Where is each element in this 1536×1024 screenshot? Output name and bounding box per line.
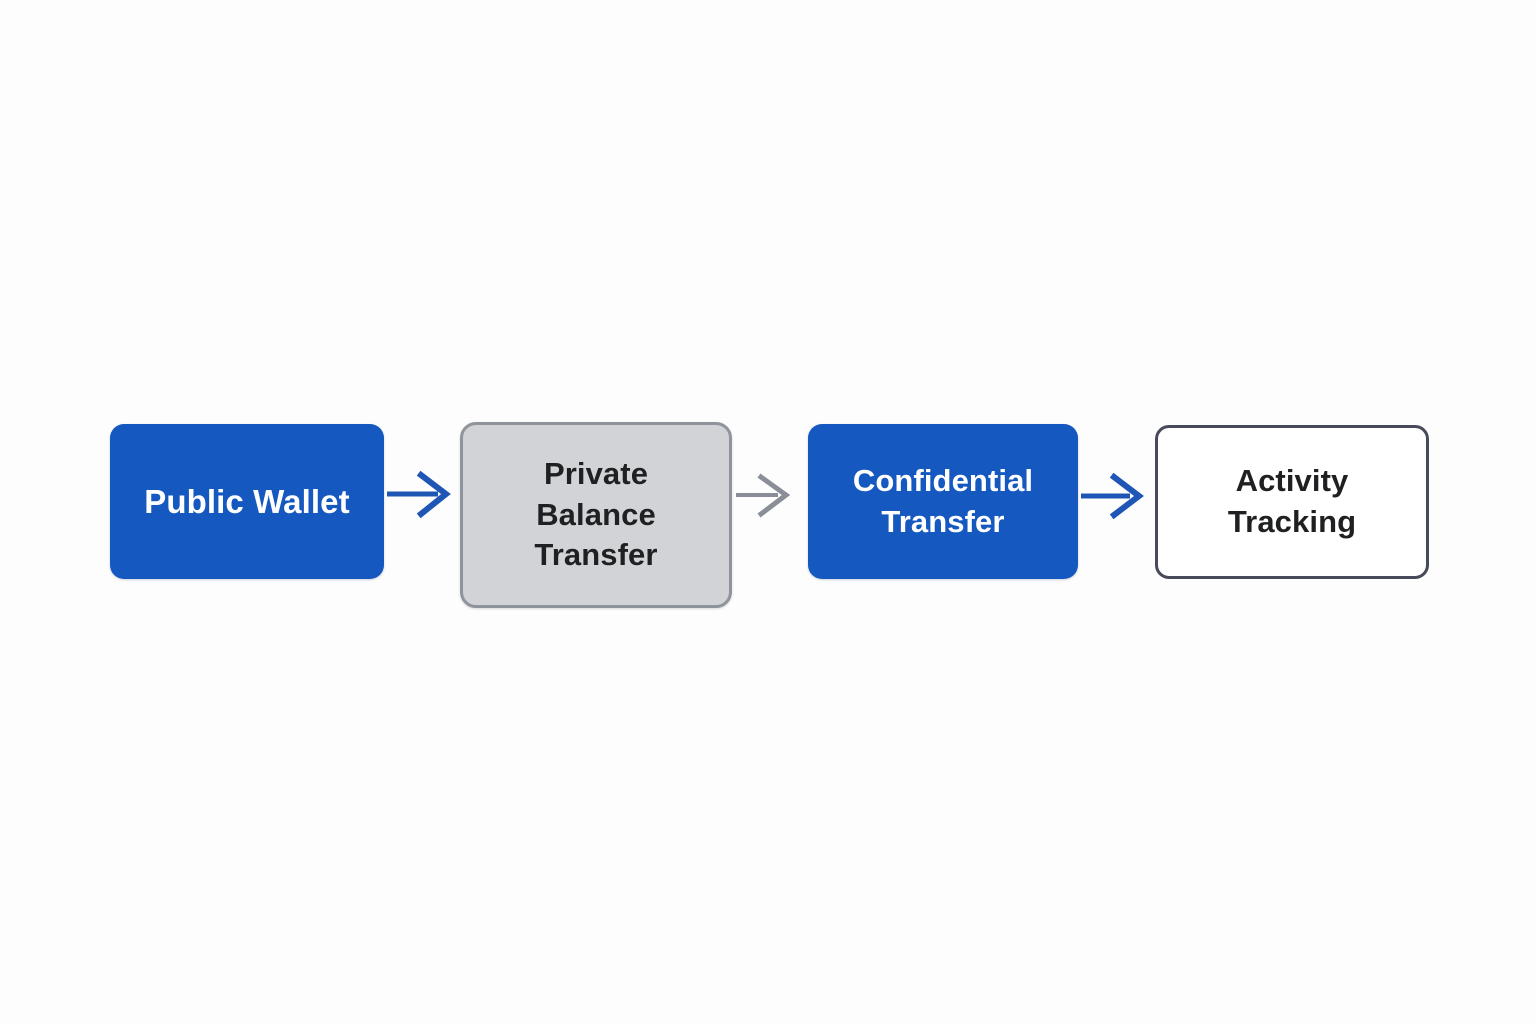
node-activity-tracking-label: Activity Tracking [1227, 463, 1357, 539]
node-activity-tracking[interactable]: Activity Tracking [1155, 425, 1429, 579]
node-confidential-transfer[interactable]: Confidential Transfer [808, 424, 1078, 579]
node-private-balance-transfer[interactable]: Private Balance Transfer [460, 422, 732, 608]
node-confidential-transfer-label: Confidential Transfer [852, 462, 1034, 539]
node-public-wallet[interactable]: Public Wallet [110, 424, 384, 579]
node-public-wallet-label: Public Wallet [144, 482, 350, 520]
node-private-balance-transfer-label: Private Balance Transfer [534, 455, 658, 573]
